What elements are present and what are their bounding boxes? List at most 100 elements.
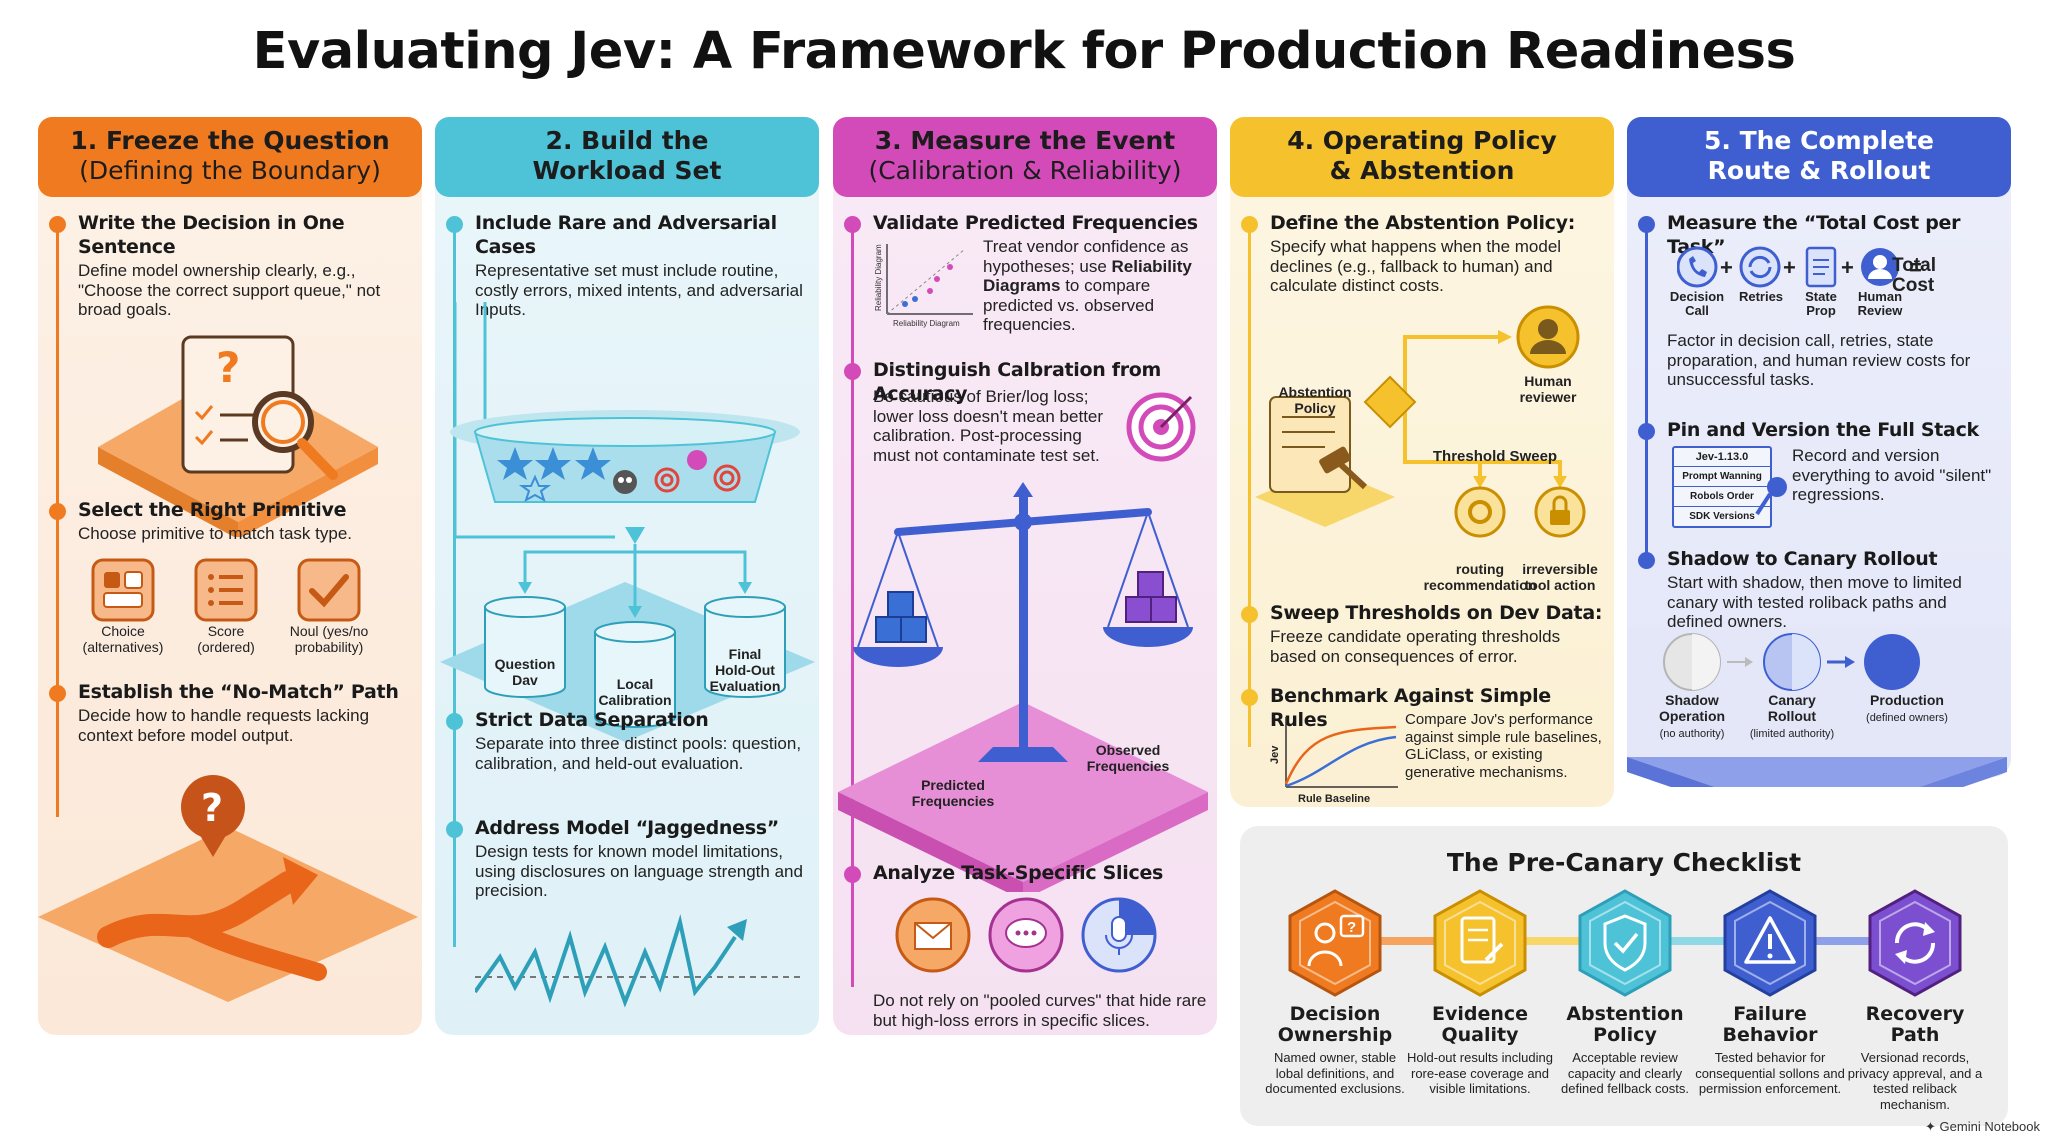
stack-tag: Jev-1.13.0: [1674, 448, 1770, 467]
stack-tag: Prompt Wanning: [1674, 467, 1770, 487]
benchmark-curve-chart: Jev Rule Baseline: [1269, 717, 1398, 804]
label-line: Human: [1524, 373, 1572, 389]
item-name-line: Path: [1890, 1024, 1940, 1046]
timeline-rail: [453, 217, 456, 947]
column-measure-event: 3. Measure the Event (Calibration & Reli…: [833, 117, 1217, 1035]
target-icon: [1126, 392, 1196, 462]
column-route-rollout: 5. The Complete Route & Rollout Measure …: [1627, 117, 2011, 787]
pool-local-calibration-label: Local Calibration: [590, 676, 680, 708]
svg-text:?: ?: [1347, 919, 1356, 936]
header-subline: & Abstention: [1329, 156, 1515, 185]
refresh-icon: [1868, 889, 1962, 997]
star-icon: [497, 447, 611, 503]
section-body: Decide how to handle requests lacking co…: [78, 706, 370, 745]
abstention-flow-illustration: [1255, 305, 1586, 538]
label-line: Rollout: [1767, 708, 1817, 724]
section-shadow-canary: Shadow to Canary Rollout Start with shad…: [1667, 547, 2007, 632]
label-line: Human: [1857, 289, 1903, 304]
label-line: Prop: [1806, 303, 1836, 318]
mail-icon: [895, 897, 971, 973]
section-body: Choose primitive to match task type.: [78, 524, 353, 543]
pool-question-dev-label: Question Dav: [483, 656, 567, 688]
item-desc: Versionad records, privacy appreval, and…: [1847, 1050, 1983, 1112]
item-name-line: Ownership: [1277, 1024, 1393, 1046]
no-match-path-illustration: ?: [38, 775, 418, 1002]
svg-text:+: +: [1720, 255, 1733, 280]
section-body: Compare Jov's performance against simple…: [1405, 711, 1602, 781]
section-validate-frequencies: Validate Predicted Frequencies: [873, 211, 1213, 235]
magnifier-icon: [252, 391, 338, 480]
section-abstention-policy: Define the Abstention Policy: Specify wh…: [1270, 211, 1610, 296]
item-name-line: Decision: [1289, 1003, 1381, 1025]
header-subline: (Defining the Boundary): [79, 156, 381, 185]
gear-icon: [1454, 486, 1506, 538]
item-name-line: Abstention: [1566, 1003, 1684, 1025]
bullet-dot: [1241, 606, 1258, 623]
predicted-frequencies-label: Predicted Frequencies: [888, 777, 1018, 809]
checklist-connector: [1340, 937, 1890, 945]
label-line: Abstention: [1278, 384, 1352, 400]
item-name-line: Quality: [1441, 1024, 1519, 1046]
section-title: Shadow to Canary Rollout: [1667, 548, 1938, 570]
label-line: irreversible: [1522, 561, 1598, 577]
label-line: Observed: [1095, 742, 1161, 758]
funnel-node-icon: [625, 527, 645, 544]
cube-stack-purple: [1125, 571, 1177, 623]
bullet-dot: [49, 685, 66, 702]
bullet-dot: [844, 866, 861, 883]
item-desc: Acceptable review capacity and clearly d…: [1561, 1050, 1689, 1096]
shadow-circle-icon: [1663, 633, 1721, 691]
cost-item-retries: Retries: [1731, 290, 1791, 304]
section-pin-body: Record and version everything to avoid "…: [1792, 444, 2002, 505]
label-line: Total: [1892, 255, 1936, 276]
section-title: Benchmark Against Simple Rules: [1270, 685, 1551, 731]
person-question-icon: ?: [1288, 889, 1382, 997]
production-circle-icon: [1864, 634, 1920, 690]
item-desc: Tested behavior for consequential sollon…: [1695, 1050, 1845, 1096]
canary-circle-icon: [1763, 633, 1821, 691]
irreversible-action-label: irreversible tool action: [1505, 561, 1615, 593]
label-sub: (defined owners): [1866, 712, 1948, 724]
section-body: Define model ownership clearly, e.g., "C…: [78, 261, 381, 319]
section-title: Distinguish Calbration from Accuracy: [873, 359, 1162, 405]
section-body: Start with shadow, then move to limited …: [1667, 573, 1962, 631]
column-header: 4. Operating Policy & Abstention: [1230, 117, 1614, 197]
rollout-shadow-label: Shadow Operation (no authority): [1642, 692, 1742, 742]
retry-icon: [1739, 246, 1781, 288]
pool-line: Question: [494, 656, 556, 672]
spiral-icon: [654, 464, 741, 493]
section-validate-body: Treat vendor confidence as hypotheses; u…: [983, 235, 1208, 335]
virus-icon: [687, 450, 707, 470]
header-line: 1. Freeze the Question: [70, 126, 390, 155]
label-line: Decision: [1669, 289, 1725, 304]
label-line: Production: [1870, 692, 1944, 708]
cost-equation-icons: + + + =: [1677, 246, 1922, 288]
rollout-canary-label: Canary Rollout (limited authority): [1737, 692, 1847, 742]
section-title: Strict Data Separation: [475, 709, 709, 731]
rollout-progression-illustration: [1627, 627, 2011, 787]
section-body: Treat vendor confidence as hypotheses; u…: [983, 237, 1208, 335]
header-line: 2. Build the: [545, 126, 709, 155]
stack-tag: SDK Versions: [1689, 511, 1755, 522]
total-cost-label: Total Cost: [1892, 256, 1962, 296]
primitive-sub: (alternatives): [82, 639, 164, 655]
label-line: Retries: [1738, 289, 1784, 304]
scroll-gavel-icon: [1269, 396, 1368, 493]
section-slices-body: Do not rely on "pooled curves" that hide…: [873, 989, 1213, 1030]
primitive-name: Noul (yes/no: [289, 623, 369, 639]
primitive-score-label: Score (ordered): [181, 623, 271, 655]
pushpin-icon: [1755, 477, 1787, 516]
jagged-line-illustration: [475, 914, 805, 1008]
section-benchmark-body: Compare Jov's performance against simple…: [1405, 709, 1605, 781]
section-data-separation: Strict Data Separation Separate into thr…: [475, 708, 815, 773]
pool-line: Hold-Out: [715, 662, 775, 678]
question-document-illustration: ?: [98, 335, 378, 537]
primitive-sub: probability): [294, 639, 364, 655]
cost-item-state: State Prop: [1791, 290, 1851, 318]
primitive-noul-label: Noul (yes/no probability): [274, 623, 384, 655]
cube-stack-blue: [875, 591, 927, 643]
